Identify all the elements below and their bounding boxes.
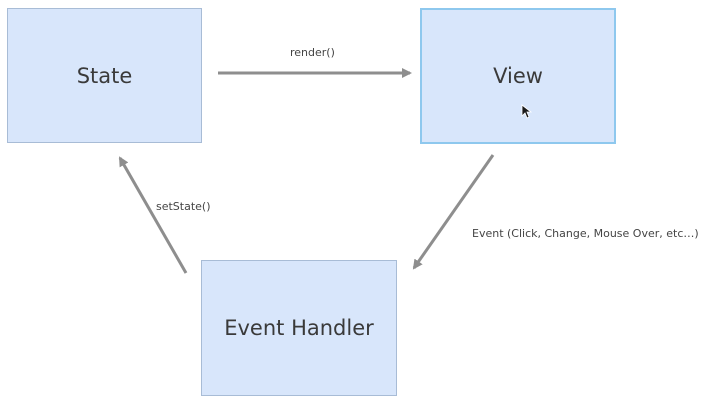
event-arrow xyxy=(412,154,495,270)
event-handler-node-label: Event Handler xyxy=(224,316,374,340)
render-edge-label: render() xyxy=(290,46,335,59)
view-node-label: View xyxy=(493,64,543,88)
state-node-label: State xyxy=(76,63,133,88)
event-edge-label: Event (Click, Change, Mouse Over, etc…) xyxy=(472,227,699,240)
set-state-arrow xyxy=(118,156,188,274)
state-node[interactable]: State xyxy=(7,8,202,143)
view-node[interactable]: View xyxy=(420,8,616,144)
set-state-edge-label: setState() xyxy=(156,200,211,213)
event-handler-node[interactable]: Event Handler xyxy=(201,260,397,396)
mouse-pointer-icon xyxy=(521,104,533,119)
